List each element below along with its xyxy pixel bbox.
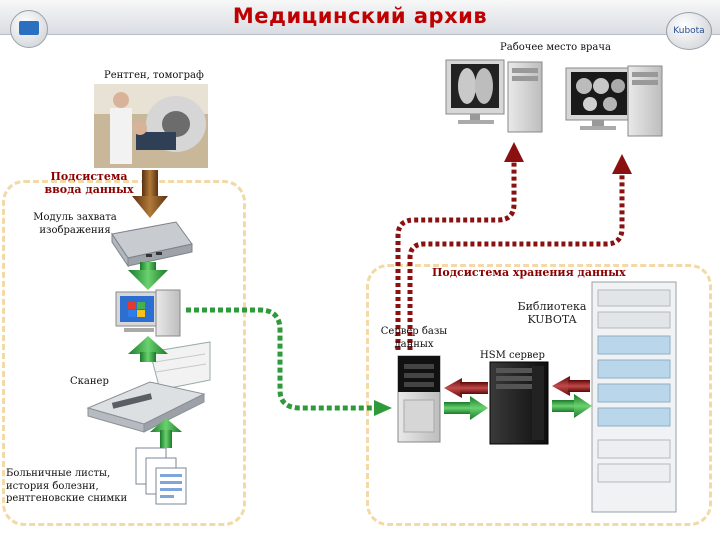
storage-subsystem-label: Подсистема хранения данных xyxy=(432,266,626,279)
arrow-db-to-hsm-green xyxy=(444,396,488,420)
hsm-server-icon xyxy=(489,361,549,445)
workstation-2-icon xyxy=(565,65,663,137)
logo-left-icon xyxy=(10,10,48,48)
capture-module-icon xyxy=(111,221,193,268)
arrow-db-to-ws2 xyxy=(407,172,625,350)
capture-module-label: Модуль захвата изображения xyxy=(33,212,117,236)
workstation-1-icon xyxy=(445,59,543,133)
arrow-library-to-hsm-red xyxy=(552,376,590,396)
arrow-hsm-to-db-red xyxy=(444,378,488,398)
kubota-logo: Kubota xyxy=(666,12,712,50)
documents-icon xyxy=(135,447,187,505)
hsm-server-label: HSM сервер xyxy=(480,350,545,361)
arrow-scanner-to-pc xyxy=(128,336,168,362)
scanner-icon xyxy=(86,341,211,433)
arrow-pc-to-db xyxy=(186,307,380,411)
arrow-db-to-ws1 xyxy=(395,160,517,350)
logo-left-mark xyxy=(19,21,39,35)
kubota-library-icon xyxy=(591,281,677,513)
header-bar xyxy=(0,0,720,35)
arrow-xray-to-input xyxy=(132,170,168,218)
db-server-icon xyxy=(397,355,441,443)
documents-label: Больничные листы, история болезни, рентг… xyxy=(6,468,128,504)
workstation-label: Рабочее место врача xyxy=(500,42,611,53)
db-server-label: Сервер базы данных xyxy=(380,326,448,350)
library-label: Библиотека KUBOTA xyxy=(517,300,587,327)
scanner-label: Сканер xyxy=(70,376,109,387)
capture-pc-icon xyxy=(115,289,181,337)
xray-label: Рентген, томограф xyxy=(104,70,204,81)
arrow-docs-to-scanner xyxy=(150,418,182,448)
arrow-hsm-to-library-green xyxy=(552,394,592,418)
storage-subsystem-box xyxy=(366,264,712,526)
input-subsystem-label: Подсистема ввода данных xyxy=(44,170,134,197)
arrow-capture-to-pc xyxy=(128,262,168,290)
page-title: Медицинский архив xyxy=(232,4,488,28)
xray-photo xyxy=(94,84,208,168)
input-subsystem-box xyxy=(2,180,246,526)
